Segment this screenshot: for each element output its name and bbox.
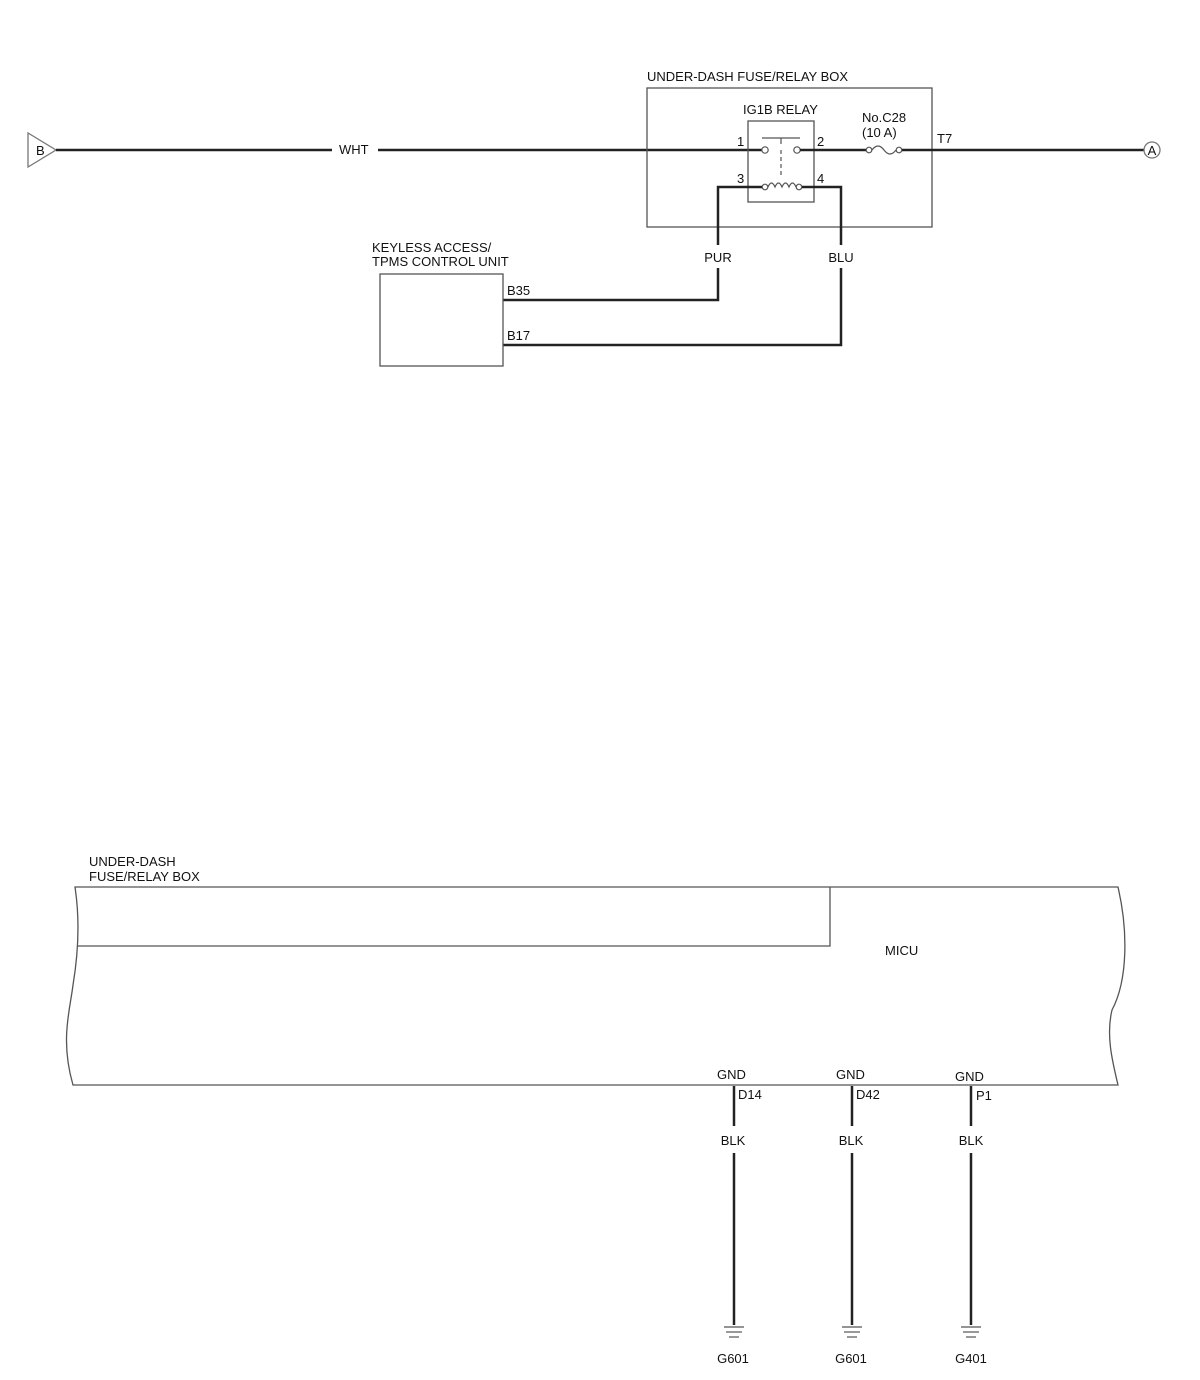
blu-wire-label: BLU xyxy=(828,250,853,265)
lower-fuse-relay-sub-box xyxy=(77,887,831,947)
ground-circuit-d42: GND D42 BLK G601 xyxy=(835,1067,880,1366)
pin-b17: B17 xyxy=(507,328,530,343)
connector-a: A xyxy=(1143,141,1161,159)
pur-wire-lower xyxy=(503,268,720,302)
lower-fuse-box-title-line2: FUSE/RELAY BOX xyxy=(89,869,200,884)
relay-pin-4: 4 xyxy=(817,171,824,186)
relay-pin-2: 2 xyxy=(817,134,824,149)
lower-fuse-relay-box-outline xyxy=(65,886,1126,1086)
fuse-box-title: UNDER-DASH FUSE/RELAY BOX xyxy=(647,69,848,84)
ground-icon xyxy=(961,1326,981,1338)
fuse-name: No.C28 xyxy=(862,110,906,125)
connector-a-label: A xyxy=(1148,143,1157,158)
control-unit-title-line1: KEYLESS ACCESS/ xyxy=(372,240,492,255)
relay-pin-1: 1 xyxy=(737,134,744,149)
pur-wire-label: PUR xyxy=(704,250,731,265)
control-unit-title-line2: TPMS CONTROL UNIT xyxy=(372,254,509,269)
ig1b-relay xyxy=(747,120,815,203)
gnd-label: GND xyxy=(836,1067,865,1082)
pin-d42: D42 xyxy=(856,1087,880,1102)
ground-circuit-p1: GND P1 BLK G401 xyxy=(955,1069,992,1366)
fuse-relay-box xyxy=(646,87,933,228)
fuse-rating: (10 A) xyxy=(862,125,897,140)
fuse-symbol xyxy=(865,145,903,155)
connector-b: B xyxy=(27,131,58,169)
relay-pin-3: 3 xyxy=(737,171,744,186)
blk-wire-label: BLK xyxy=(839,1133,864,1148)
pin-d14: D14 xyxy=(738,1087,762,1102)
lower-fuse-box-title-line1: UNDER-DASH xyxy=(89,854,176,869)
relay-switch-symbol xyxy=(761,137,801,176)
micu-label: MICU xyxy=(885,943,918,958)
pur-wire-upper xyxy=(716,185,762,245)
pin-p1: P1 xyxy=(976,1088,992,1103)
terminal-t7: T7 xyxy=(937,131,952,146)
ground-icon xyxy=(842,1326,862,1338)
relay-title: IG1B RELAY xyxy=(743,102,818,117)
connector-b-label: B xyxy=(36,143,45,158)
pin-b35: B35 xyxy=(507,283,530,298)
ground-circuit-d14: GND D14 BLK G601 xyxy=(717,1067,762,1366)
blk-wire-label: BLK xyxy=(959,1133,984,1148)
gnd-label: GND xyxy=(717,1067,746,1082)
wht-wire-label: WHT xyxy=(339,142,369,157)
ground-g601: G601 xyxy=(717,1351,749,1366)
ground-icon xyxy=(724,1326,744,1338)
blk-wire-label: BLK xyxy=(721,1133,746,1148)
ground-g601: G601 xyxy=(835,1351,867,1366)
relay-coil-symbol xyxy=(761,182,803,191)
ground-g401: G401 xyxy=(955,1351,987,1366)
blu-wire-lower xyxy=(503,268,843,347)
blu-wire-upper xyxy=(802,185,843,245)
gnd-label: GND xyxy=(955,1069,984,1084)
keyless-tpms-control-unit xyxy=(379,273,504,367)
